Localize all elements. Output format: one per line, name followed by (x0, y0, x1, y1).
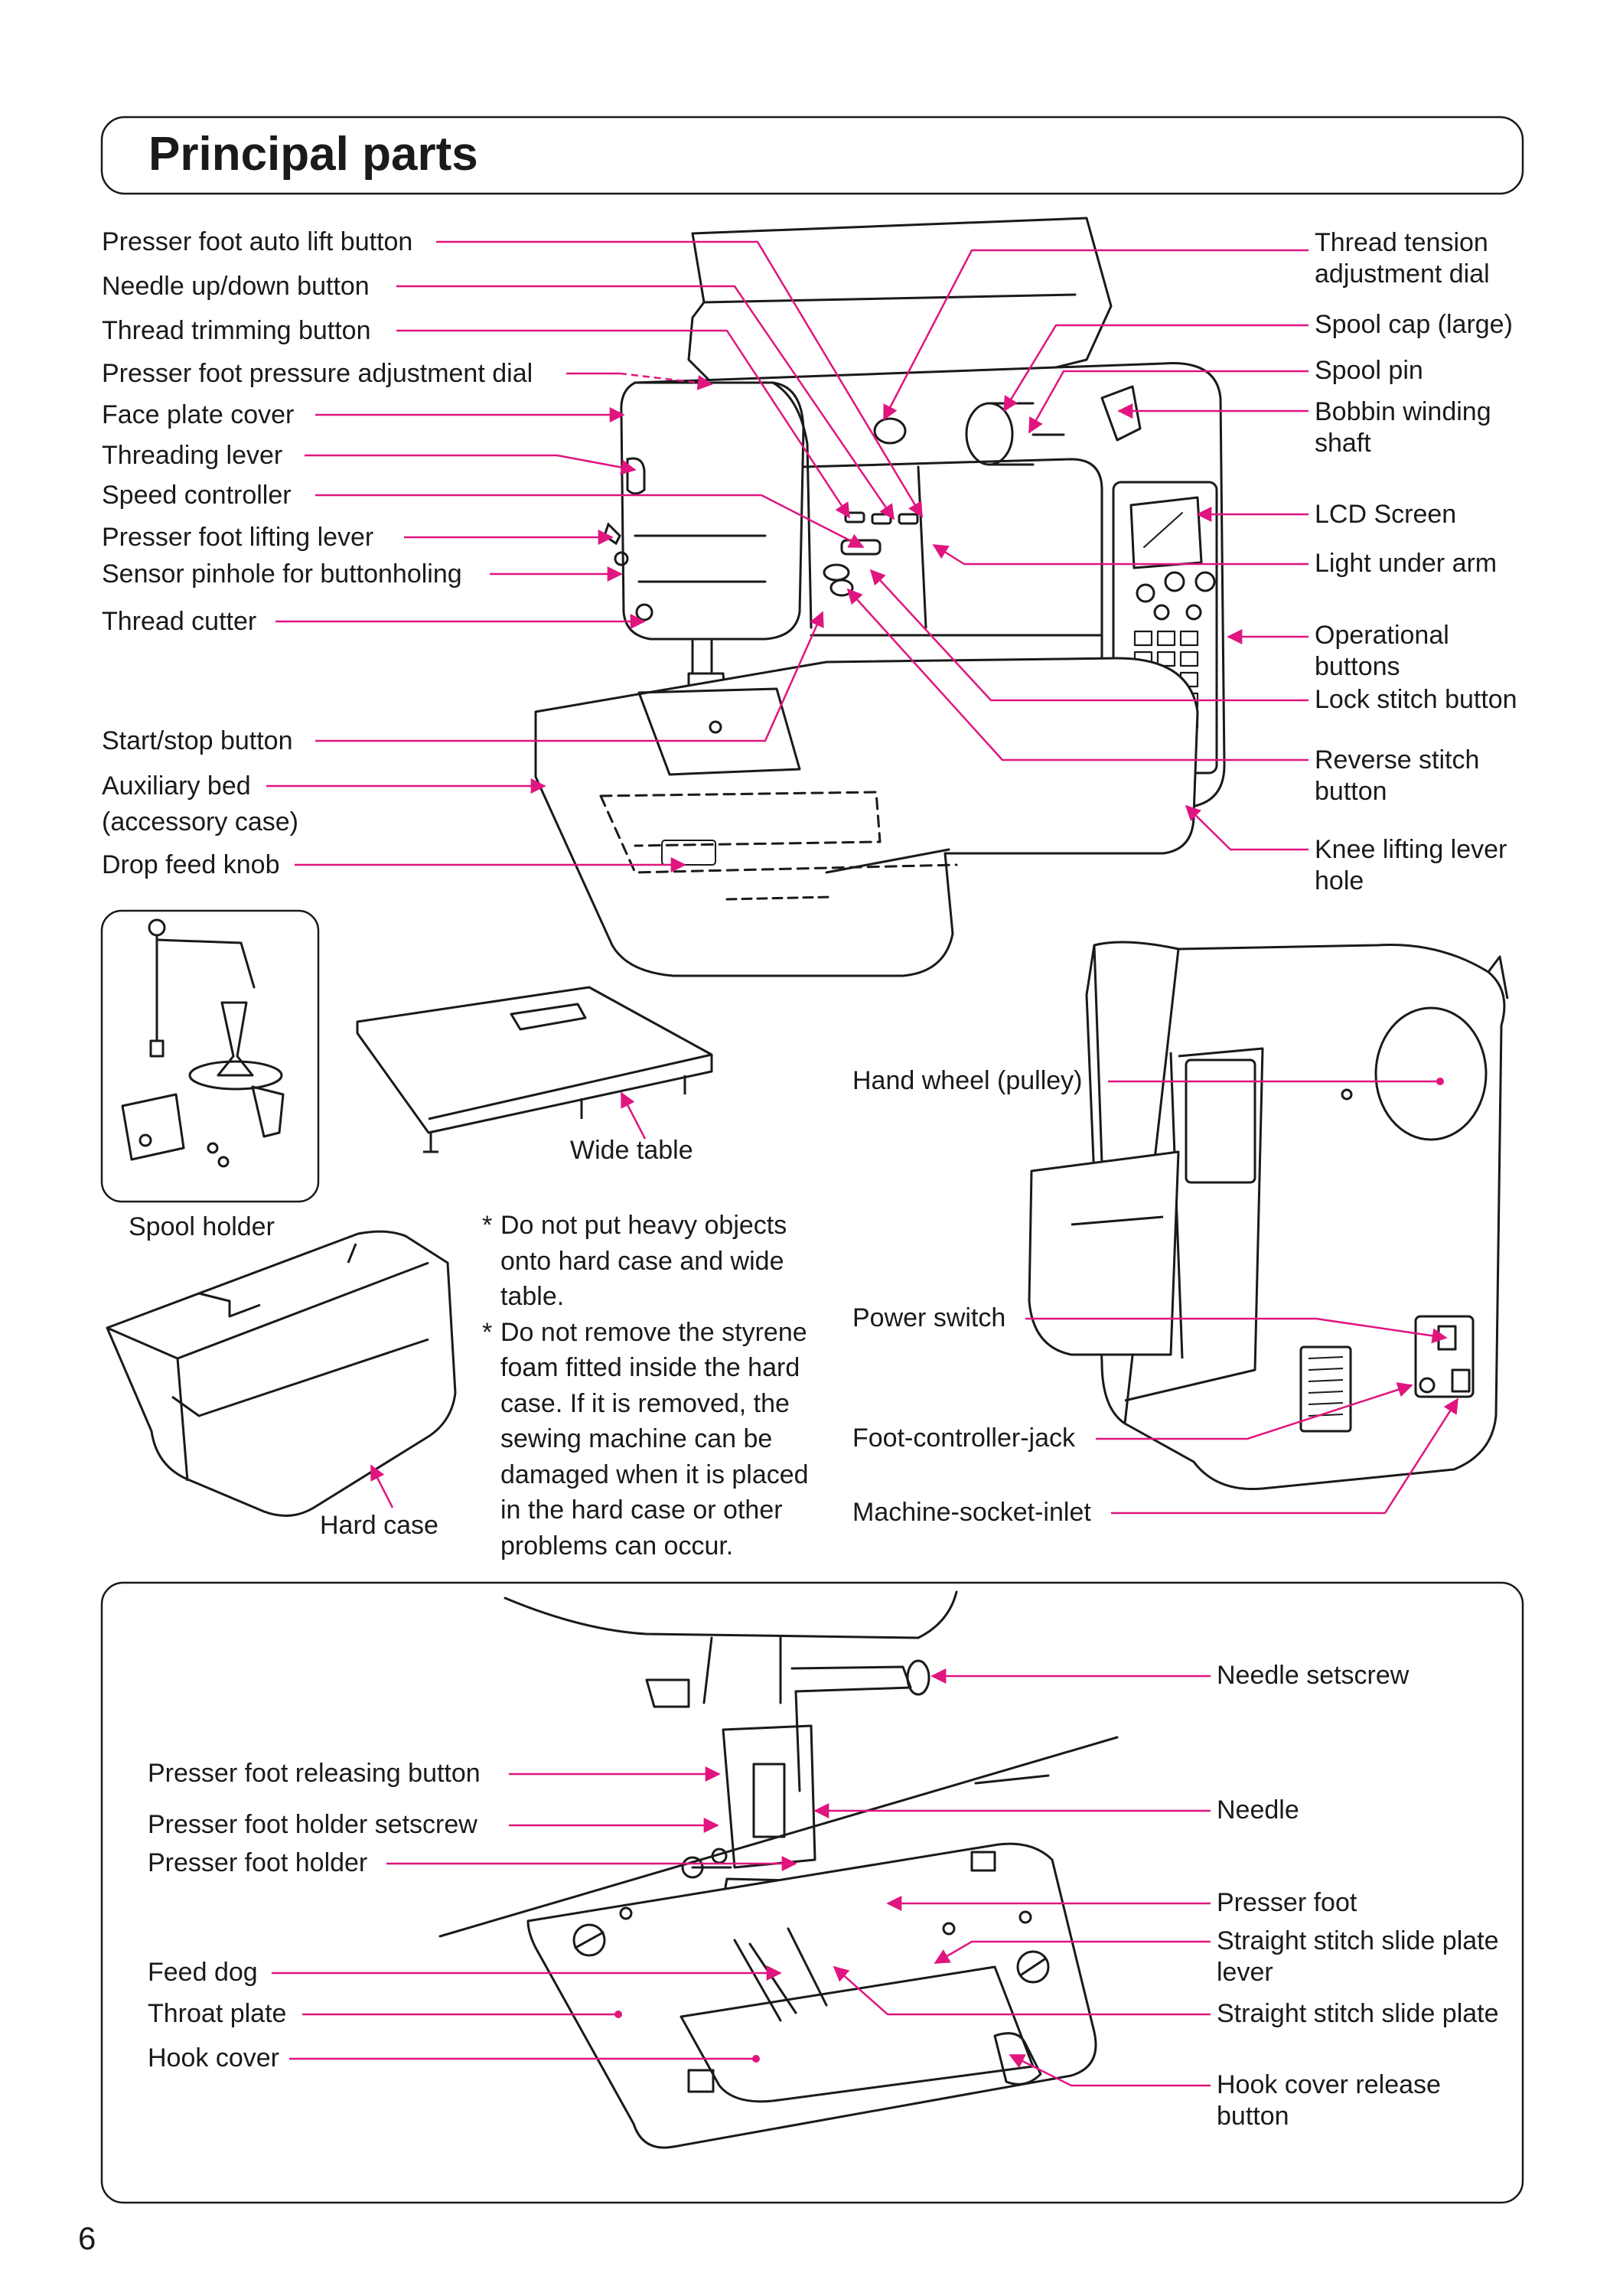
label-spool-cap-large: Spool cap (large) (1315, 310, 1513, 339)
label-foot-controller-jack: Foot-controller-jack (852, 1424, 1075, 1453)
title-frame (100, 116, 1524, 195)
label-lcd-screen: LCD Screen (1315, 500, 1457, 529)
leader-lines (266, 240, 1459, 2087)
label-straight-stitch-slide-plate-lever: Straight stitch slide plate (1217, 1926, 1499, 1955)
label-reverse-stitch-button: Reverse stitch (1315, 745, 1480, 775)
label-needle-setscrew: Needle setscrew (1217, 1661, 1410, 1690)
label-drop-feed-knob: Drop feed knob (102, 850, 280, 879)
label-spool-holder: Spool holder (129, 1212, 275, 1241)
caution-notes: *Do not put heavy objects onto hard case… (482, 1208, 836, 1564)
label-straight-stitch-slide-plate: Straight stitch slide plate (1217, 1999, 1499, 2028)
label-knee-lifting-lever-hole-line2: hole (1315, 866, 1364, 895)
label-presser-foot-pressure-dial: Presser foot pressure adjustment dial (102, 359, 533, 388)
label-throat-plate: Throat plate (148, 1999, 287, 2028)
page-number: 6 (78, 2220, 96, 2256)
note-item: *Do not remove the styrene foam fitted i… (482, 1317, 809, 1561)
label-hand-wheel: Hand wheel (pulley) (852, 1066, 1083, 1095)
label-knee-lifting-lever-hole: Knee lifting lever (1315, 835, 1507, 864)
label-operational-buttons: Operational (1315, 621, 1449, 650)
label-thread-cutter: Thread cutter (102, 607, 257, 636)
label-hook-cover-release-button: Hook cover release (1217, 2070, 1441, 2099)
label-wide-table: Wide table (570, 1136, 693, 1165)
hard-case-illustration (106, 1230, 457, 1517)
spool-holder-illustration (121, 918, 285, 1168)
page-title: Principal parts (148, 128, 478, 181)
label-spool-pin: Spool pin (1315, 356, 1423, 385)
label-start-stop-button: Start/stop button (102, 726, 293, 755)
label-reverse-stitch-button-line2: button (1315, 777, 1387, 806)
label-feed-dog: Feed dog (148, 1958, 258, 1987)
label-face-plate-cover: Face plate cover (102, 400, 295, 429)
label-hard-case: Hard case (320, 1511, 438, 1540)
needle-area-frame (100, 1581, 1524, 2204)
spool-holder-frame (100, 909, 320, 1203)
label-bobbin-winding-shaft: Bobbin winding (1315, 397, 1491, 426)
note-item: *Do not put heavy objects onto hard case… (482, 1211, 787, 1311)
label-light-under-arm: Light under arm (1315, 549, 1498, 578)
label-sensor-pinhole: Sensor pinhole for buttonholing (102, 559, 462, 589)
label-presser-foot: Presser foot (1217, 1888, 1357, 1917)
label-operational-buttons-line2: buttons (1315, 652, 1400, 681)
label-needle: Needle (1217, 1795, 1299, 1825)
label-presser-foot-holder: Presser foot holder (148, 1848, 368, 1877)
label-auxiliary-bed-sub: (accessory case) (102, 807, 298, 837)
label-thread-tension-dial-line2: adjustment dial (1315, 259, 1490, 289)
label-needle-up-down-button: Needle up/down button (102, 272, 370, 301)
label-machine-socket-inlet: Machine-socket-inlet (852, 1498, 1091, 1527)
label-presser-foot-auto-lift-button: Presser foot auto lift button (102, 227, 413, 256)
label-threading-lever: Threading lever (102, 441, 283, 470)
label-auxiliary-bed: Auxiliary bed (102, 771, 251, 801)
label-speed-controller: Speed controller (102, 481, 292, 510)
label-lock-stitch-button: Lock stitch button (1315, 685, 1517, 714)
label-thread-tension-dial: Thread tension (1315, 228, 1488, 257)
label-hook-cover: Hook cover (148, 2043, 279, 2073)
label-presser-foot-releasing-button: Presser foot releasing button (148, 1759, 481, 1788)
label-thread-trimming-button: Thread trimming button (102, 316, 371, 345)
sewing-machine-rear-illustration (1028, 941, 1509, 1491)
sewing-machine-front-illustration (534, 217, 1226, 977)
label-power-switch: Power switch (852, 1303, 1006, 1332)
label-bobbin-winding-shaft-line2: shaft (1315, 429, 1371, 458)
label-straight-stitch-slide-plate-lever-line2: lever (1217, 1958, 1273, 1987)
needle-area-illustration (438, 1590, 1119, 2149)
wide-table-illustration (356, 986, 713, 1153)
label-hook-cover-release-button-line2: button (1217, 2102, 1289, 2131)
label-presser-foot-holder-setscrew: Presser foot holder setscrew (148, 1810, 477, 1839)
label-presser-foot-lifting-lever: Presser foot lifting lever (102, 523, 374, 552)
